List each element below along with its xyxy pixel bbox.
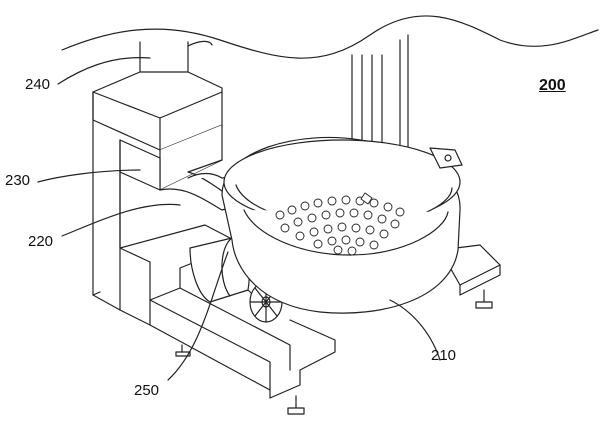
- label-210: 210: [431, 347, 457, 364]
- break-line: [62, 16, 598, 58]
- hopper-block: [93, 72, 222, 190]
- base-rail: [120, 225, 335, 398]
- label-230: 230: [5, 172, 31, 189]
- figure-number: 200: [539, 77, 566, 94]
- leader-210: [390, 300, 440, 360]
- leader-230: [38, 170, 140, 182]
- label-220: 220: [28, 233, 54, 250]
- leader-250: [168, 252, 228, 380]
- rear-column: [352, 35, 408, 175]
- label-250: 250: [134, 382, 160, 399]
- rim-bracket: [430, 148, 462, 168]
- feet: [176, 290, 492, 414]
- label-240: 240: [25, 76, 51, 93]
- parts-pile: [276, 193, 404, 255]
- leader-240: [58, 58, 150, 84]
- leader-220: [62, 204, 180, 236]
